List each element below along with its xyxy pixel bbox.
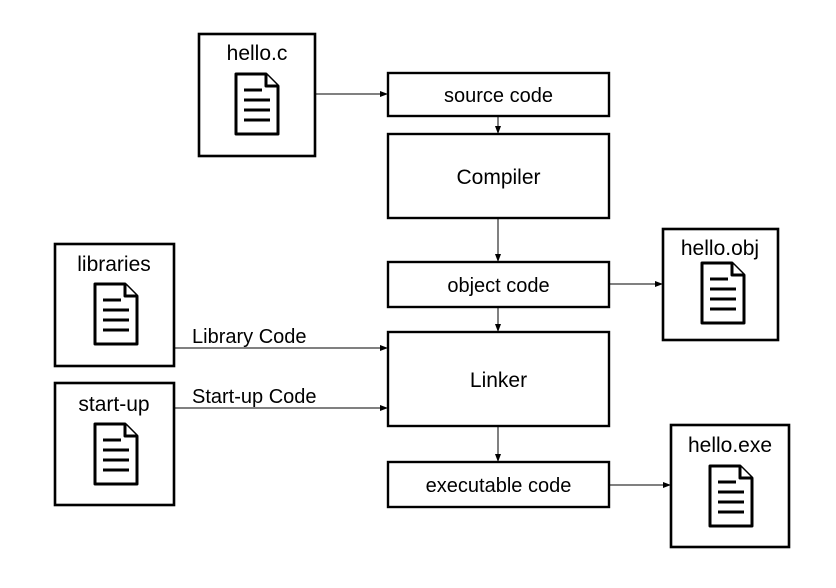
stage-compiler-label: Compiler bbox=[456, 166, 540, 189]
stage-object-code-label: object code bbox=[447, 275, 549, 297]
stage-source-code: source code bbox=[386, 71, 611, 118]
document-icon bbox=[93, 422, 139, 486]
startup-code-label: Start-up Code bbox=[192, 386, 317, 408]
file-hello-exe: hello.exe bbox=[669, 423, 791, 549]
library-code-label: Library Code bbox=[192, 326, 307, 348]
file-hello-c-label: hello.c bbox=[227, 42, 288, 65]
file-libraries: libraries bbox=[53, 242, 176, 368]
stage-executable-code-label: executable code bbox=[426, 475, 572, 497]
file-libraries-label: libraries bbox=[77, 253, 151, 276]
stage-linker: Linker bbox=[386, 330, 611, 428]
file-hello-obj-label: hello.obj bbox=[681, 237, 759, 260]
file-hello-obj: hello.obj bbox=[661, 227, 780, 342]
document-icon bbox=[93, 282, 139, 346]
document-icon bbox=[708, 464, 754, 528]
file-hello-c: hello.c bbox=[197, 32, 317, 158]
file-startup: start-up bbox=[53, 381, 176, 507]
document-icon bbox=[234, 72, 280, 136]
stage-linker-label: Linker bbox=[470, 369, 527, 392]
stage-executable-code: executable code bbox=[386, 460, 611, 509]
file-hello-exe-label: hello.exe bbox=[688, 434, 772, 457]
stage-source-code-label: source code bbox=[444, 85, 553, 107]
document-icon bbox=[700, 261, 746, 325]
stage-compiler: Compiler bbox=[386, 132, 611, 220]
stage-object-code: object code bbox=[386, 260, 611, 309]
file-startup-label: start-up bbox=[78, 393, 149, 416]
